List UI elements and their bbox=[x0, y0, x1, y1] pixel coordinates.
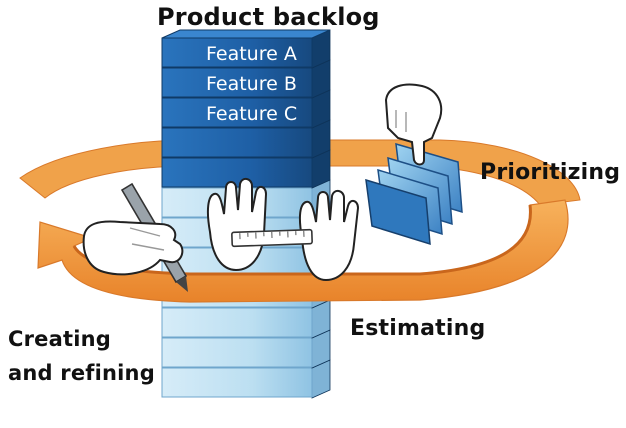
diagram-title: Product backlog bbox=[157, 3, 380, 31]
backlog-item-label: Feature B bbox=[206, 73, 297, 95]
prioritizing-label: Prioritizing bbox=[480, 160, 620, 185]
backlog-item-label: Feature A bbox=[206, 43, 297, 65]
creating-refining-label: Creating and refining bbox=[8, 322, 155, 390]
creating-label-line2: and refining bbox=[8, 356, 155, 390]
creating-label-line1: Creating bbox=[8, 322, 155, 356]
ruler-icon bbox=[232, 230, 312, 247]
backlog-item: Feature A bbox=[162, 30, 330, 68]
estimating-label: Estimating bbox=[350, 316, 485, 341]
backlog-item-label: Feature C bbox=[206, 103, 297, 125]
